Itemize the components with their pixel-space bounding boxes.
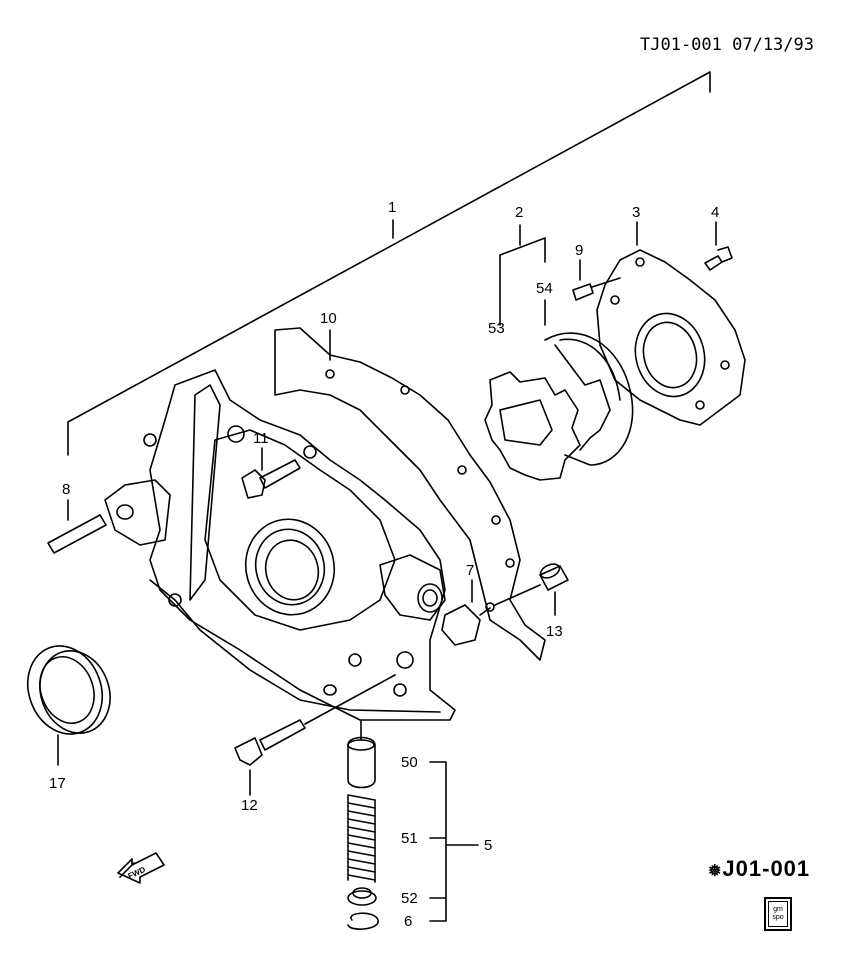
callout-7: 7: [466, 562, 474, 579]
dowel-13: [539, 565, 569, 591]
callout-1: 1: [388, 199, 396, 216]
gm-spo-logo-text: gm spo: [768, 901, 788, 927]
callout-8: 8: [62, 481, 70, 498]
spring-51: [347, 794, 376, 883]
callout-12: 12: [241, 797, 258, 814]
bolt-12: [234, 737, 263, 766]
callout-54: 54: [536, 280, 553, 297]
callout-3: 3: [632, 204, 640, 221]
outer-rotor-54: [544, 332, 634, 466]
callout-11: 11: [253, 430, 269, 447]
callout-52: 52: [401, 890, 418, 907]
callout-5: 5: [484, 837, 492, 854]
reference-symbol: ❅: [708, 863, 723, 880]
callout-53: 53: [488, 320, 505, 337]
gasket-10: [274, 327, 546, 661]
callout-51: 51: [401, 830, 418, 847]
drawing-code: TJ01-001 07/13/93: [640, 35, 814, 55]
screw-4: [704, 255, 723, 271]
oil-pump-housing: [149, 369, 456, 721]
plug-7: [441, 604, 481, 646]
fwd-arrow-shape: [117, 852, 165, 884]
callout-10: 10: [320, 310, 337, 327]
retainer-52: [347, 890, 377, 906]
callout-6: 6: [404, 913, 412, 930]
callout-2: 2: [515, 204, 523, 221]
assembly-bracket-line: [67, 71, 711, 456]
plunger-50: [347, 736, 376, 789]
bolt-11: [241, 469, 266, 499]
callout-4: 4: [711, 204, 719, 221]
gm-spo-logo: gm spo: [764, 897, 792, 931]
pump-cover-3: [596, 249, 746, 426]
clip-6: [347, 912, 379, 930]
pin-9: [572, 283, 594, 301]
callout-50: 50: [401, 754, 418, 771]
inner-rotor-53: [484, 371, 581, 481]
callout-17: 17: [49, 775, 66, 792]
oil-seal-17: [27, 645, 111, 735]
callout-13: 13: [546, 623, 563, 640]
reference-code-text: J01-001: [722, 856, 811, 881]
reference-code: ❅J01-001: [708, 856, 810, 882]
stud-8: [47, 514, 107, 554]
callout-9: 9: [575, 242, 583, 259]
